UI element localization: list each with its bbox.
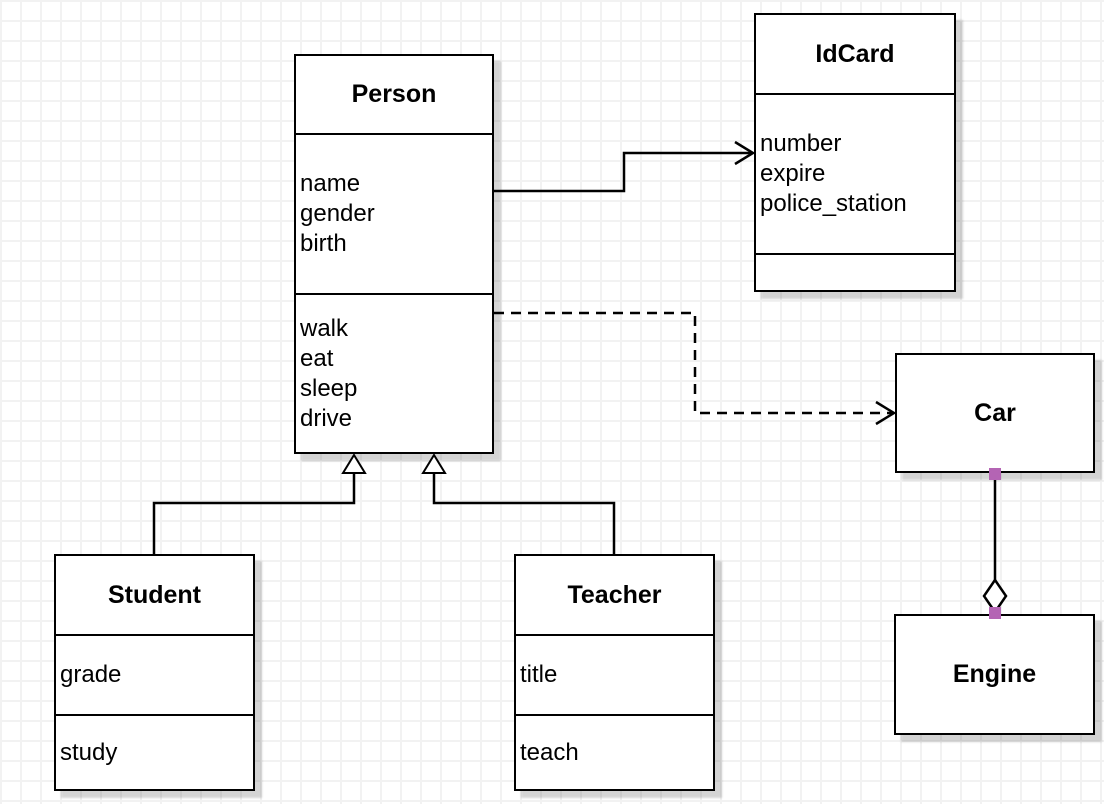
hollow-triangle-icon [421,453,447,474]
class-teacher-attributes: title [516,634,713,714]
connector-dependency-person-car[interactable] [494,311,897,426]
class-student-methods: study [56,714,253,789]
class-student[interactable]: Student grade study [54,554,255,791]
class-engine-title: Engine [952,660,1037,688]
class-person-methods: walk eat sleep drive [296,293,492,452]
class-teacher[interactable]: Teacher title teach [514,554,715,791]
class-person-title: Person [351,80,437,108]
connector-aggregation-car-engine[interactable] [982,468,1008,619]
class-teacher-methods: teach [516,714,713,789]
class-idcard[interactable]: IdCard number expire police_station [754,13,956,292]
class-idcard-methods [756,253,954,290]
connector-generalization-teacher-person[interactable] [421,453,616,554]
connector-generalization-student-person[interactable] [152,453,367,554]
hollow-triangle-icon [341,453,367,474]
class-student-title: Student [107,580,202,609]
class-car[interactable]: Car [895,353,1095,473]
class-person-attributes: name gender birth [296,133,492,293]
class-car-title: Car [974,398,1016,427]
class-teacher-title: Teacher [567,580,662,609]
class-idcard-title: IdCard [815,39,895,68]
open-arrow-icon [875,400,897,426]
open-arrow-icon [734,140,756,166]
hollow-diamond-icon [982,577,1008,615]
class-student-attributes: grade [56,634,253,714]
class-engine[interactable]: Engine [894,614,1095,735]
class-idcard-attributes: number expire police_station [756,93,954,253]
connector-association-person-idcard[interactable] [494,140,756,193]
class-person[interactable]: Person name gender birth walk eat sleep … [294,54,494,454]
